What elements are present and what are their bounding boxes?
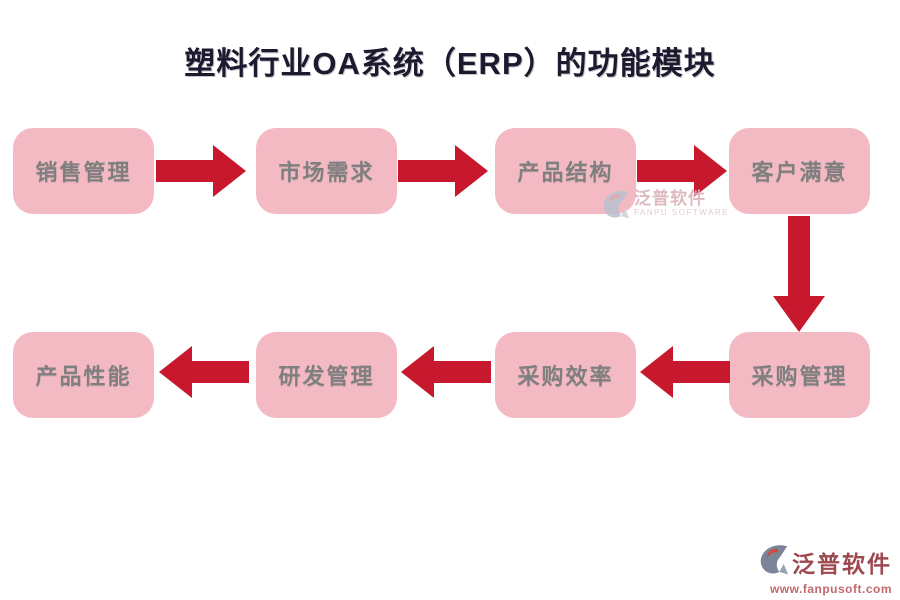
flow-node-market-demand: 市场需求 bbox=[256, 128, 397, 214]
watermark-name: 泛普软件 bbox=[634, 189, 706, 208]
arrow-down-icon bbox=[771, 216, 827, 334]
fanpu-logo-icon bbox=[759, 543, 789, 581]
flow-node-label: 产品结构 bbox=[517, 160, 614, 185]
arrow-left-icon bbox=[157, 344, 249, 400]
flow-node-customer-satisfaction: 客户满意 bbox=[729, 128, 870, 214]
flow-node-label: 客户满意 bbox=[751, 160, 848, 185]
watermark: 泛普软件 FANPU SOFTWARE bbox=[602, 189, 729, 225]
page-title: 塑料行业OA系统（ERP）的功能模块 bbox=[184, 46, 716, 81]
fanpu-logo-icon bbox=[602, 189, 630, 225]
flow-node-sales-management: 销售管理 bbox=[13, 128, 154, 214]
flow-node-product-structure: 产品结构 bbox=[495, 128, 636, 214]
flow-node-label: 采购管理 bbox=[751, 364, 848, 389]
flow-node-label: 产品性能 bbox=[35, 364, 132, 389]
footer-brand-url: www.fanpusoft.com bbox=[769, 582, 892, 596]
flow-node-purchase-management: 采购管理 bbox=[729, 332, 870, 418]
flow-node-label: 采购效率 bbox=[517, 364, 614, 389]
arrow-right-icon bbox=[398, 143, 490, 199]
footer-brand-name: 泛普软件 bbox=[792, 551, 892, 577]
arrow-right-icon bbox=[637, 143, 729, 199]
flow-node-rd-management: 研发管理 bbox=[256, 332, 397, 418]
footer-brand: 泛普软件 www.fanpusoft.com bbox=[759, 543, 892, 596]
flow-node-label: 销售管理 bbox=[35, 160, 132, 185]
flow-node-label: 研发管理 bbox=[278, 364, 375, 389]
arrow-left-icon bbox=[638, 344, 730, 400]
flow-node-purchase-efficiency: 采购效率 bbox=[495, 332, 636, 418]
watermark-subtitle: FANPU SOFTWARE bbox=[634, 208, 729, 217]
arrow-left-icon bbox=[399, 344, 491, 400]
arrow-right-icon bbox=[156, 143, 248, 199]
flow-node-label: 市场需求 bbox=[278, 160, 375, 185]
flow-node-product-performance: 产品性能 bbox=[13, 332, 154, 418]
